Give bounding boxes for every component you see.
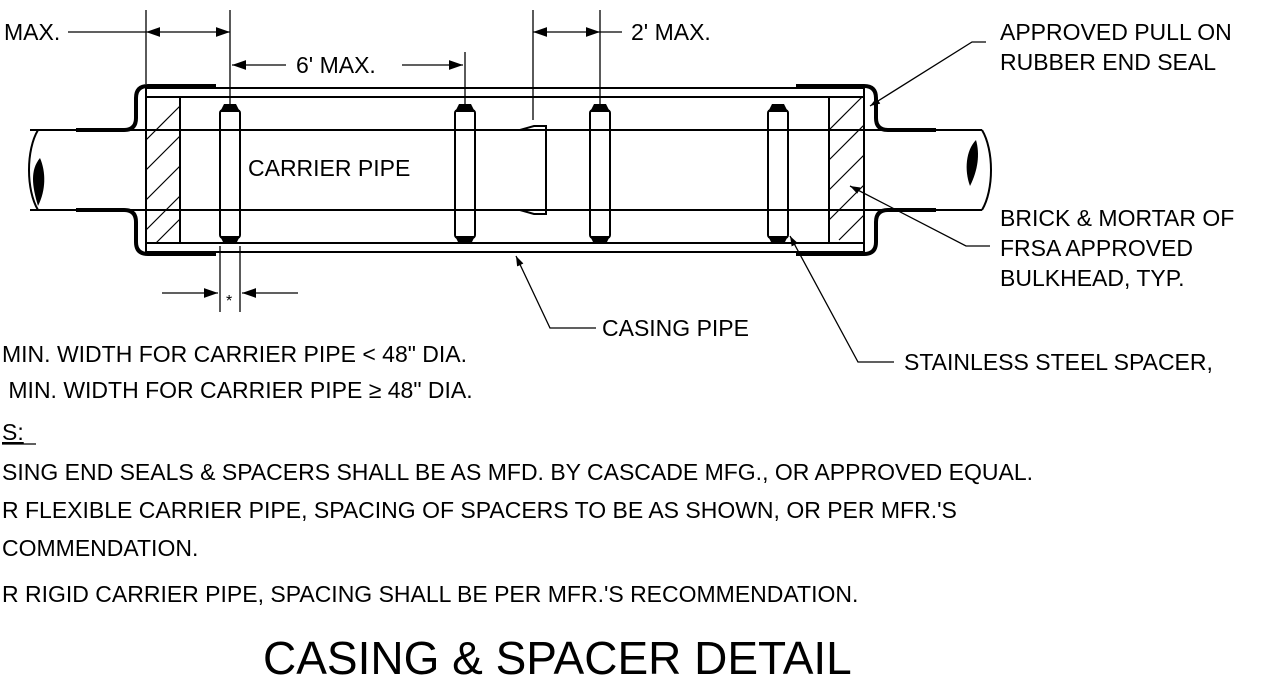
bulkhead-label-line1: BRICK & MORTAR OF — [1000, 205, 1234, 231]
dim-two-max-label: 2' MAX. — [631, 19, 711, 45]
note-line-3: COMMENDATION. — [2, 535, 198, 561]
casing-pipe-label: CASING PIPE — [602, 315, 749, 341]
notes-block: S: SING END SEALS & SPACERS SHALL BE AS … — [2, 419, 1033, 607]
end-seal-right — [796, 84, 936, 256]
dimension-two-max: 2' MAX. — [533, 19, 711, 45]
detail-title: CASING & SPACER DETAIL — [263, 632, 852, 678]
spacer-4 — [767, 104, 789, 244]
dimension-left-max: MAX. — [4, 19, 230, 45]
leader-casing-pipe — [515, 255, 596, 329]
notes-heading: S: — [2, 419, 24, 445]
dimension-six-max: 6' MAX. — [232, 52, 463, 78]
leader-end-seal — [869, 41, 986, 107]
dim-max-label: MAX. — [4, 19, 60, 45]
right-break-mark — [966, 140, 978, 186]
spacer-2 — [454, 104, 476, 244]
end-seal-label-line1: APPROVED PULL ON — [1000, 19, 1232, 45]
end-seal-label-line2: RUBBER END SEAL — [1000, 49, 1216, 75]
note-line-2: R FLEXIBLE CARRIER PIPE, SPACING OF SPAC… — [2, 497, 957, 523]
bulkhead-right — [828, 96, 865, 244]
note-line-4: R RIGID CARRIER PIPE, SPACING SHALL BE P… — [2, 581, 858, 607]
spacer-1 — [219, 104, 241, 244]
footnote-2: MIN. WIDTH FOR CARRIER PIPE ≥ 48" DIA. — [2, 377, 473, 403]
bulkhead-label-line3: BULKHEAD, TYP. — [1000, 265, 1185, 291]
spacers — [219, 104, 789, 244]
footnote-1: MIN. WIDTH FOR CARRIER PIPE < 48" DIA. — [2, 341, 467, 367]
dimension-spacer-width: * — [162, 288, 298, 310]
left-break-mark — [33, 158, 45, 206]
leader-spacer — [789, 235, 894, 363]
carrier-pipe — [28, 129, 992, 211]
carrier-pipe-label: CARRIER PIPE — [248, 155, 410, 181]
end-seal-left — [76, 84, 216, 256]
bulkhead-left — [145, 96, 181, 244]
pipe-coupling — [519, 125, 547, 215]
spacer-label: STAINLESS STEEL SPACER, — [904, 349, 1213, 375]
spacer-3 — [589, 104, 611, 244]
note-line-1: SING END SEALS & SPACERS SHALL BE AS MFD… — [2, 459, 1033, 485]
bulkhead-label-line2: FRSA APPROVED — [1000, 235, 1193, 261]
dim-six-max-label: 6' MAX. — [296, 52, 376, 78]
leader-bulkhead — [849, 185, 990, 247]
dim-width-asterisk: * — [226, 293, 232, 310]
